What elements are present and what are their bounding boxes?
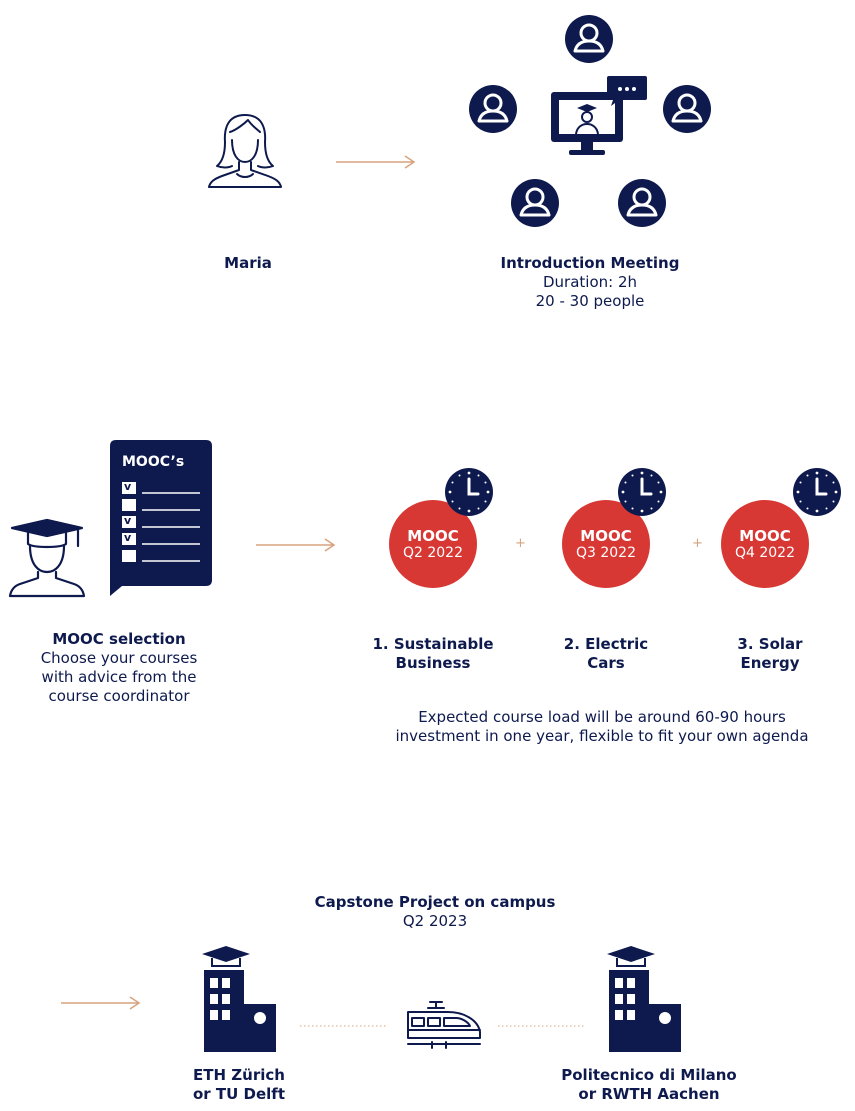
user-circle-icon [618,179,666,227]
user-circle-icon [565,15,613,63]
train-icon [407,1001,481,1049]
selection-line: course coordinator [48,687,190,705]
user-circle-icon [663,85,711,133]
mooc-quarter: Q3 2022 [575,545,636,561]
selection-title: MOOC selection [52,630,186,648]
university-building-icon [202,946,276,1052]
checkmark: v [124,514,132,527]
campus-line: or RWTH Aachen [578,1085,720,1103]
course-name: 1. Sustainable Business [353,635,513,673]
selection-line: Choose your courses [40,649,198,667]
course-load-note: Expected course load will be around 60-9… [352,708,852,746]
clock-icon [793,468,841,516]
course-line: Energy [740,654,800,672]
load-line: investment in one year, flexible to fit … [395,727,809,745]
graduate-icon [8,518,86,598]
woman-icon [208,114,282,188]
arrow-right-icon [336,155,416,169]
meeting-title: Introduction Meeting [500,254,680,272]
user-circle-icon [511,179,559,227]
person-label: Maria [224,254,272,272]
dotted-connector [300,1025,386,1027]
mooc-quarter: Q2 2022 [402,545,463,561]
meeting-people: 20 - 30 people [535,292,645,310]
capstone-quarter: Q2 2023 [402,912,468,930]
course-line: 1. Sustainable [372,635,494,653]
campus-left: ETH Zürich or TU Delft [164,1066,314,1104]
clock-icon [445,468,493,516]
mooc-circle: MOOC Q4 2022 [721,500,809,588]
plus-sign: + [692,536,703,551]
mooc-name: MOOC [739,527,791,545]
university-building-icon [607,946,681,1052]
meeting-duration: Duration: 2h [542,273,638,291]
campus-line: ETH Zürich [193,1066,285,1084]
load-line: Expected course load will be around 60-9… [418,708,786,726]
course-name: 3. Solar Energy [700,635,840,673]
clock-icon [618,468,666,516]
plus-sign: + [515,536,526,551]
checklist-icon: MOOC’s v v v [110,440,212,596]
capstone-block: Capstone Project on campus Q2 2023 [280,893,590,931]
checkmark: v [124,480,132,493]
mooc-quarter: Q4 2022 [734,545,795,561]
arrow-right-icon [256,538,336,552]
selection-line: with advice from the [41,668,197,686]
campus-line: Politecnico di Milano [561,1066,737,1084]
user-circle-icon [469,85,517,133]
dotted-connector [498,1025,586,1027]
course-line: Business [395,654,471,672]
campus-line: or TU Delft [192,1085,286,1103]
course-line: 3. Solar [737,635,803,653]
course-name: 2. Electric Cars [536,635,676,673]
video-meeting-icon [551,76,647,155]
selection-block: MOOC selection Choose your courses with … [4,630,234,706]
checklist-title: MOOC’s [122,454,185,470]
checkmark: v [124,531,132,544]
capstone-title: Capstone Project on campus [314,893,556,911]
campus-right: Politecnico di Milano or RWTH Aachen [524,1066,774,1104]
arrow-right-icon [61,996,141,1010]
mooc-name: MOOC [580,527,632,545]
course-line: Cars [587,654,625,672]
course-line: 2. Electric [563,635,649,653]
mooc-name: MOOC [407,527,459,545]
meeting-block: Introduction Meeting Duration: 2h 20 - 3… [460,254,720,311]
